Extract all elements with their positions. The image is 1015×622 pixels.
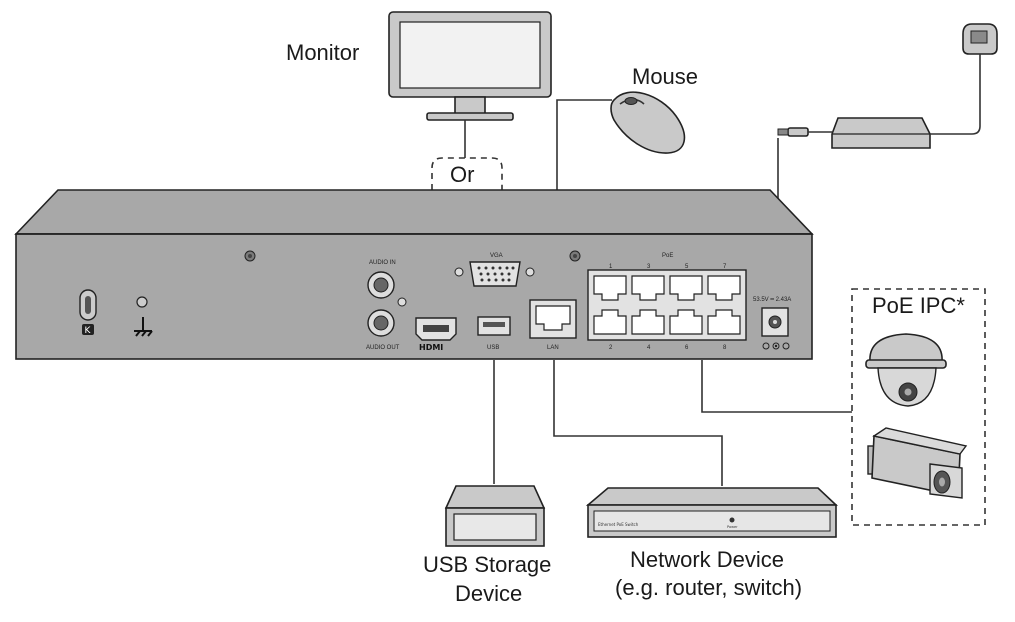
switch-power-label: Power <box>727 525 738 529</box>
security-lock-icon: K <box>79 289 97 336</box>
monitor-icon <box>388 11 552 121</box>
wall-plug-icon <box>962 23 998 55</box>
vga-label: VGA <box>490 253 503 259</box>
poe-port-8-label: 8 <box>723 345 727 351</box>
usb-label: USB <box>487 345 499 351</box>
audio-out-label: AUDIO OUT <box>366 345 400 351</box>
vga-port <box>454 261 535 287</box>
or-label: Or <box>450 162 474 187</box>
poe-port-4-label: 4 <box>647 345 651 351</box>
indicator-led <box>397 297 407 307</box>
power-adapter-icon <box>777 117 931 149</box>
hdmi-port <box>415 317 457 341</box>
poe-label: PoE <box>662 253 673 259</box>
ground-icon <box>134 296 153 337</box>
svg-text:K: K <box>85 326 92 336</box>
poe-port-3-label: 3 <box>647 264 651 270</box>
poe-ipc-dashed-box <box>851 288 986 526</box>
polarity-icon <box>762 342 790 350</box>
poe-port-number-bottom: 2 4 6 8 <box>609 345 727 351</box>
power-rating-label: 53.5V ━ 2.43A <box>753 297 791 303</box>
network-switch-icon <box>585 487 839 538</box>
dc-power-port <box>761 307 789 337</box>
power-cable <box>930 54 981 135</box>
bullet-camera-icon <box>867 427 968 499</box>
monitor-label: Monitor <box>286 40 359 65</box>
poe-port-2-label: 2 <box>609 345 613 351</box>
mouse-cable <box>556 99 612 190</box>
audio-out-port <box>367 309 395 337</box>
poe-port-6-label: 6 <box>685 345 689 351</box>
audio-in-port <box>367 271 395 299</box>
or-dashed-bracket <box>431 157 503 322</box>
dome-camera-icon <box>865 333 947 407</box>
usb-storage-icon <box>444 485 546 547</box>
lan-port <box>529 299 577 339</box>
poe-port-5-label: 5 <box>685 264 689 270</box>
audio-in-label: AUDIO IN <box>369 260 396 266</box>
mouse-icon <box>610 91 686 154</box>
network-device-label-line2: (e.g. router, switch) <box>615 575 802 600</box>
poe-port-1-label: 1 <box>609 264 613 270</box>
usb-storage-label-line1: USB Storage <box>423 552 551 577</box>
lan-cable <box>553 360 723 486</box>
poe-port-number-top: 1 3 5 7 <box>609 264 727 270</box>
usb-storage-label-line2: Device <box>455 581 522 606</box>
poe-cable <box>701 360 852 413</box>
hdmi-label: HDMI <box>419 343 443 352</box>
network-device-label-line1: Network Device <box>630 547 784 572</box>
poe-ports <box>587 269 747 341</box>
switch-model-label: Ethernet PoE Switch <box>598 522 639 527</box>
usb-port <box>477 316 511 336</box>
poe-port-7-label: 7 <box>723 264 727 270</box>
lan-label: LAN <box>547 345 559 351</box>
poe-ipc-label: PoE IPC* <box>872 293 965 318</box>
screw-icons <box>244 250 581 262</box>
mouse-label: Mouse <box>632 64 698 89</box>
